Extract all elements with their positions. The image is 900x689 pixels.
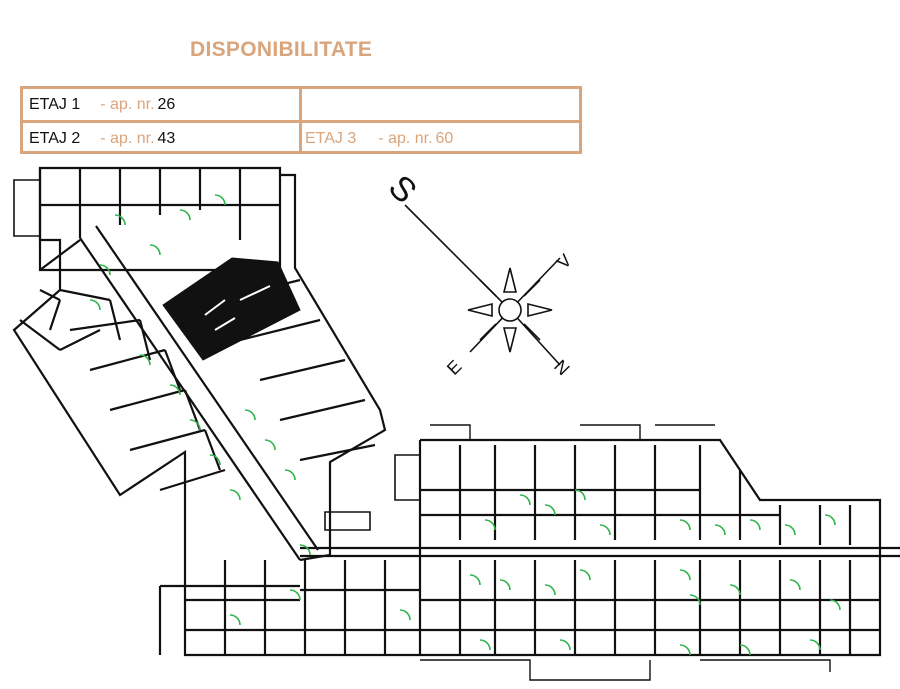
compass-south-label: S <box>381 168 424 211</box>
compass-east-label: E <box>443 356 466 379</box>
plan-lower-wing <box>158 424 900 681</box>
door-swings <box>89 194 841 656</box>
apartment-prefix: - ap. nr. <box>378 129 433 147</box>
apartment-number: 43 <box>157 129 176 147</box>
plan-upper-wing <box>12 166 387 562</box>
availability-row: ETAJ 2 - ap. nr. 43 ETAJ 3 - ap. nr. 60 <box>23 120 579 154</box>
floor-label: ETAJ 1 <box>29 95 81 113</box>
availability-row: ETAJ 1 - ap. nr. 26 <box>23 89 579 120</box>
apartment-number: 26 <box>157 95 176 113</box>
selected-apartment[interactable] <box>162 257 301 361</box>
availability-cell-etaj-3[interactable]: ETAJ 3 - ap. nr. 60 <box>302 123 579 154</box>
selected-apartment-detail <box>204 285 271 331</box>
availability-table: ETAJ 1 - ap. nr. 26 ETAJ 2 - ap. nr. 43 … <box>20 86 582 154</box>
compass-west-label: V <box>553 250 576 273</box>
compass-north-label: N <box>550 356 573 379</box>
availability-cell-etaj-1[interactable]: ETAJ 1 - ap. nr. 26 <box>23 89 302 120</box>
apartment-prefix: - ap. nr. <box>100 129 155 147</box>
compass-rose <box>404 204 561 366</box>
floor-label: ETAJ 3 <box>305 129 357 147</box>
availability-cell-etaj-2[interactable]: ETAJ 2 - ap. nr. 43 <box>23 123 302 154</box>
apartment-prefix: - ap. nr. <box>100 95 155 113</box>
floor-label: ETAJ 2 <box>29 129 81 147</box>
page-title: DISPONIBILITATE <box>190 38 373 61</box>
apartment-number: 60 <box>435 129 454 147</box>
